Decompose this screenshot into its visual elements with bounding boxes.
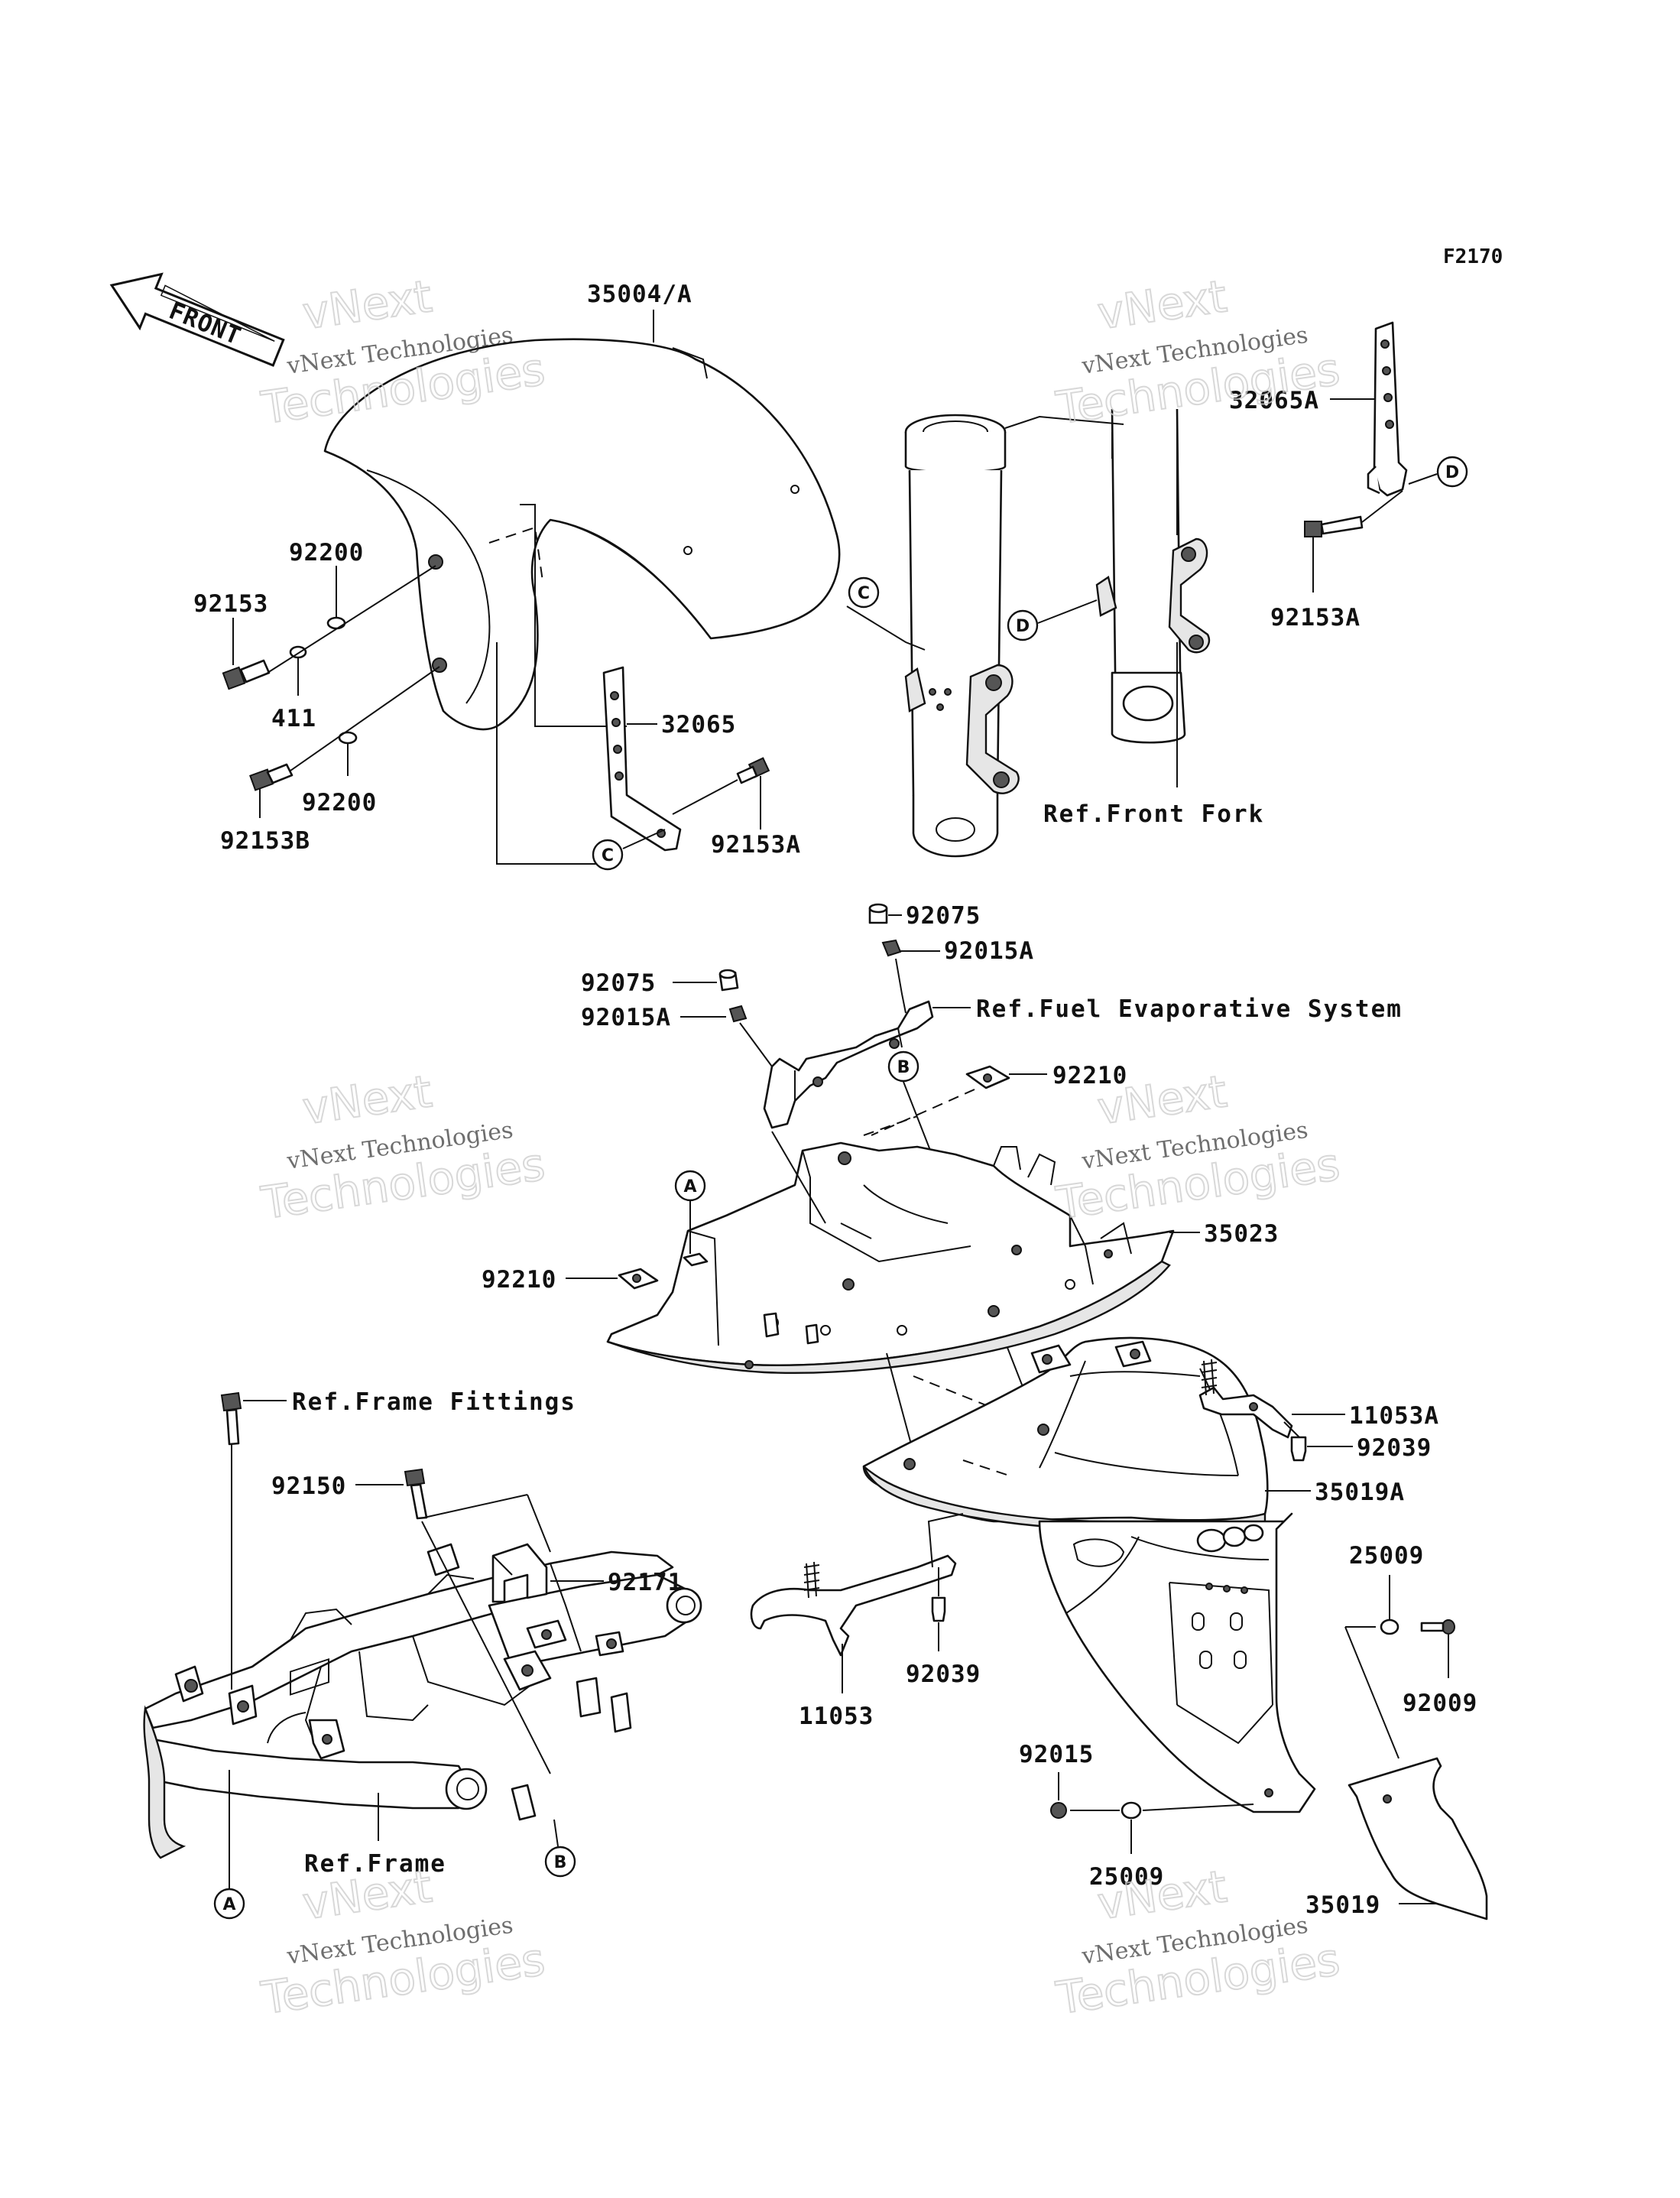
label-92075-top: 92075 <box>906 902 981 930</box>
watermark-6: vNext vNext Technologies Technologies <box>1052 1859 1343 2025</box>
watermark-3: vNext vNext Technologies Technologies <box>257 1064 548 1230</box>
cap-92075-top <box>868 903 888 924</box>
ref-frame: Ref.Frame <box>304 1850 446 1878</box>
rivet-92039-right <box>1290 1436 1307 1462</box>
label-92015: 92015 <box>1019 1741 1094 1768</box>
ref-frame-fittings: Ref.Frame Fittings <box>292 1388 576 1416</box>
label-32065a: 32065A <box>1229 387 1319 414</box>
label-92015a-left: 92015A <box>581 1004 671 1031</box>
label-92039-right: 92039 <box>1357 1434 1432 1462</box>
nut-92015a-top <box>881 939 902 957</box>
rivet-92039-bottom <box>931 1596 946 1622</box>
svg-text:vNext: vNext <box>300 1065 435 1135</box>
figure-code: F2170 <box>1443 245 1503 268</box>
label-92200-bottom: 92200 <box>302 789 377 817</box>
callout-c-right <box>848 576 880 609</box>
bracket-11053 <box>750 1554 957 1657</box>
callout-d-right <box>1436 456 1468 488</box>
label-92075-left: 92075 <box>581 969 656 997</box>
bolt-92150 <box>404 1468 428 1520</box>
label-25009-top: 25009 <box>1349 1542 1424 1570</box>
label-92153a-left: 92153A <box>711 831 801 859</box>
bolt-92153b <box>249 763 294 791</box>
label-92171: 92171 <box>608 1569 683 1596</box>
washer-92200-top <box>326 616 346 630</box>
svg-text:A: A <box>222 1895 235 1914</box>
svg-text:C: C <box>858 584 870 603</box>
svg-text:B: B <box>554 1853 567 1872</box>
label-92153a-right: 92153A <box>1270 604 1361 631</box>
callout-b-top <box>887 1050 919 1083</box>
svg-text:vNext: vNext <box>1095 270 1230 339</box>
label-35023: 35023 <box>1204 1220 1279 1248</box>
undertray-35023 <box>606 1141 1175 1374</box>
label-92009: 92009 <box>1403 1690 1477 1717</box>
label-35019: 35019 <box>1305 1891 1380 1919</box>
nut-92015 <box>1050 1802 1067 1819</box>
label-92200-top: 92200 <box>289 539 364 567</box>
label-92150: 92150 <box>271 1472 346 1500</box>
callout-d-left <box>1007 609 1039 641</box>
label-11053a: 11053A <box>1349 1402 1439 1430</box>
washer-25009-top <box>1380 1618 1399 1635</box>
label-92153b: 92153B <box>220 827 310 855</box>
label-35004-a: 35004/A <box>587 281 692 308</box>
callout-b-bottom <box>544 1846 576 1878</box>
label-411: 411 <box>271 705 316 732</box>
bolt-92153a-right <box>1304 515 1364 537</box>
label-92210-left: 92210 <box>482 1266 556 1294</box>
front-label: FRONT <box>165 297 245 351</box>
front-fender <box>323 338 841 731</box>
label-11053: 11053 <box>799 1703 874 1730</box>
front-fork-right <box>1095 408 1211 744</box>
front-arrow-icon: FRONT <box>109 272 285 367</box>
svg-text:vNext: vNext <box>300 270 435 339</box>
svg-text:C: C <box>602 846 614 865</box>
label-35019a: 35019A <box>1315 1479 1405 1506</box>
callout-c-left <box>592 839 624 871</box>
svg-text:D: D <box>1016 617 1030 636</box>
bolt-92153a-left <box>736 757 770 784</box>
label-92039-bottom: 92039 <box>906 1661 981 1688</box>
label-32065: 32065 <box>661 711 736 739</box>
label-92210-right: 92210 <box>1052 1062 1127 1089</box>
bracket-32065a <box>1367 321 1408 497</box>
bracket-32065 <box>602 666 682 852</box>
clip-92210-right <box>965 1065 1010 1089</box>
callout-a-top <box>674 1170 706 1202</box>
svg-text:D: D <box>1445 463 1459 482</box>
screw-92009 <box>1420 1619 1455 1635</box>
callout-a-bottom <box>213 1888 245 1920</box>
label-92015a-top: 92015A <box>944 937 1034 965</box>
ref-fuel-evaporative-system: Ref.Fuel Evaporative System <box>976 995 1403 1023</box>
bolt-frame-fittings <box>220 1391 242 1446</box>
svg-text:B: B <box>897 1058 910 1077</box>
washer-25009-bottom <box>1121 1801 1142 1820</box>
svg-text:A: A <box>683 1177 696 1196</box>
bolt-92153 <box>222 659 271 690</box>
watermark-5: vNext vNext Technologies Technologies <box>257 1859 548 2025</box>
clip-92210-left <box>618 1268 659 1290</box>
nut-92015a-left <box>728 1005 748 1023</box>
mudflap-35019 <box>1348 1757 1488 1920</box>
rear-subframe <box>143 1543 702 1859</box>
bracket-fuel-evap <box>763 1000 934 1129</box>
ref-front-fork: Ref.Front Fork <box>1043 800 1264 828</box>
bracket-92171 <box>491 1543 548 1603</box>
label-25009-bottom: 25009 <box>1089 1863 1164 1891</box>
bracket-11053a <box>1198 1359 1300 1439</box>
front-fork-left <box>904 414 1020 858</box>
cap-92075-left <box>718 969 739 992</box>
label-92153: 92153 <box>193 590 268 618</box>
